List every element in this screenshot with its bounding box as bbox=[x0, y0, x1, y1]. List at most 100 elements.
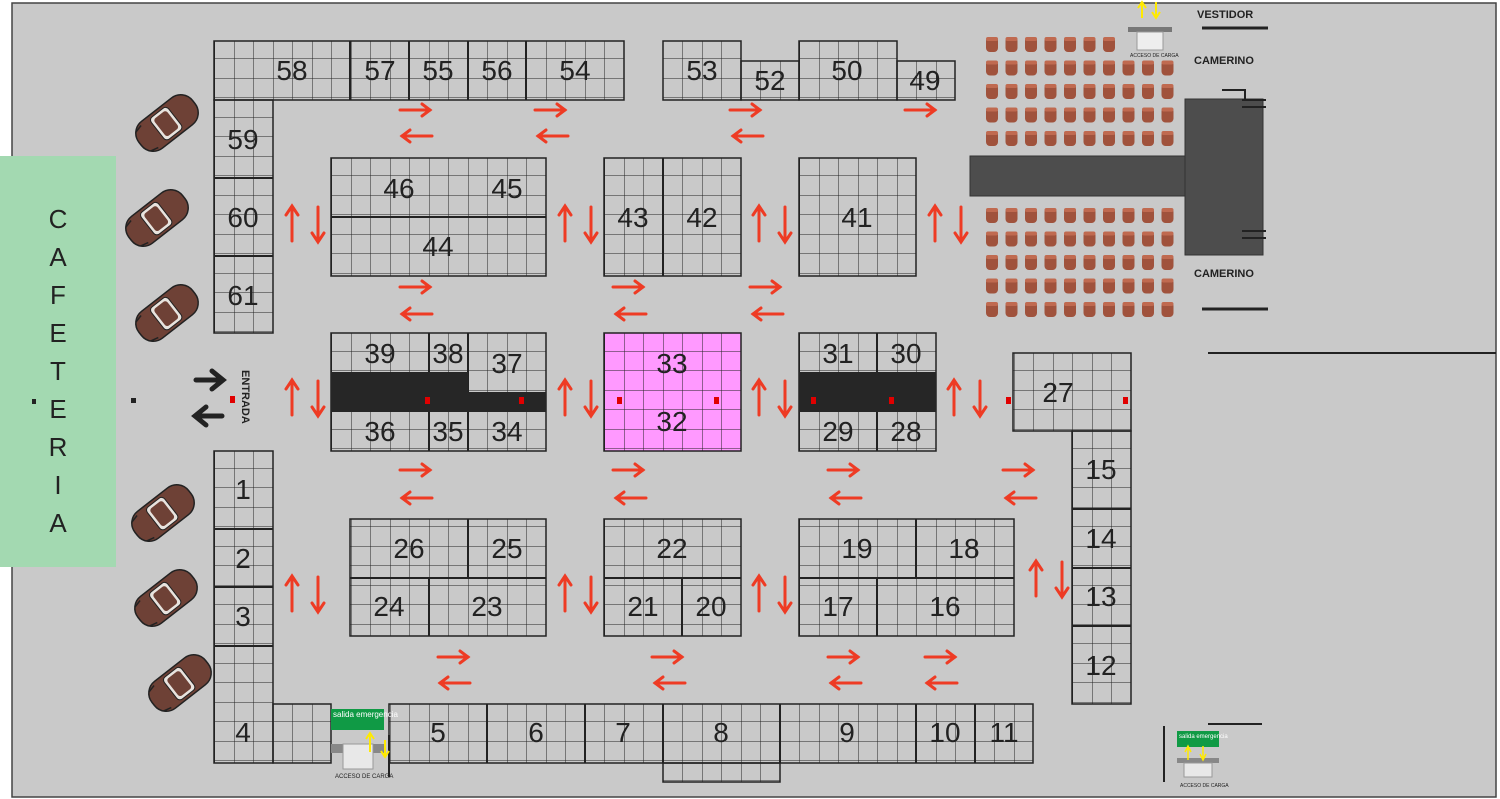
stand-number[interactable]: 9 bbox=[839, 717, 855, 748]
stand-number[interactable]: 42 bbox=[686, 202, 717, 233]
stand-number[interactable]: 3 bbox=[235, 601, 251, 632]
stand-number[interactable]: 22 bbox=[656, 533, 687, 564]
stand-number[interactable]: 7 bbox=[615, 717, 631, 748]
stand-number[interactable]: 59 bbox=[227, 124, 258, 155]
stand-number[interactable]: 17 bbox=[822, 591, 853, 622]
stand-number[interactable]: 11 bbox=[989, 717, 1018, 748]
stand-number[interactable]: 1 bbox=[235, 474, 251, 505]
seat bbox=[1142, 84, 1154, 99]
aisle-arrow-head bbox=[284, 573, 300, 587]
seat bbox=[1005, 131, 1018, 146]
aisle-arrow-head bbox=[777, 231, 793, 245]
stand-number[interactable]: 21 bbox=[627, 591, 658, 622]
stand-number[interactable]: 44 bbox=[422, 231, 453, 262]
seat bbox=[1025, 84, 1037, 99]
stand-number[interactable]: 55 bbox=[422, 55, 453, 86]
stand-number[interactable]: 52 bbox=[754, 65, 785, 96]
stand-number[interactable]: 28 bbox=[890, 416, 921, 447]
stand-number[interactable]: 16 bbox=[929, 591, 960, 622]
stand-number[interactable]: 10 bbox=[929, 717, 960, 748]
stand-number[interactable]: 49 bbox=[909, 65, 940, 96]
aisle-arrow-head bbox=[1028, 558, 1044, 572]
seat bbox=[986, 131, 998, 146]
stand-number[interactable]: 8 bbox=[713, 717, 729, 748]
seat bbox=[1005, 278, 1018, 294]
seat bbox=[1103, 107, 1115, 123]
stand-number[interactable]: 12 bbox=[1085, 650, 1116, 681]
stand-number[interactable]: 26 bbox=[393, 533, 424, 564]
stand-number[interactable]: 13 bbox=[1085, 581, 1116, 612]
emergency-exit-right: salida emergencia ACCESO DE CARGA bbox=[1163, 723, 1262, 789]
stand-number[interactable]: 58 bbox=[276, 55, 307, 86]
stand-number[interactable]: 32 bbox=[656, 406, 687, 437]
stand-number[interactable]: 4 bbox=[235, 717, 251, 748]
seat bbox=[1064, 60, 1076, 76]
stand-number[interactable]: 37 bbox=[491, 348, 522, 379]
red-markers bbox=[425, 397, 1128, 404]
stand-number[interactable]: 56 bbox=[481, 55, 512, 86]
aisle-arrow-head bbox=[458, 649, 471, 665]
stand-number[interactable]: 23 bbox=[471, 591, 502, 622]
stand-number[interactable]: 30 bbox=[890, 338, 921, 369]
seat bbox=[1142, 208, 1154, 223]
seat bbox=[1005, 208, 1018, 223]
stand-number[interactable]: 54 bbox=[559, 55, 590, 86]
seat bbox=[1064, 107, 1076, 123]
aisle-arrow-head bbox=[633, 279, 646, 295]
acceso-label-top: ACCESO DE CARGA bbox=[1130, 53, 1179, 59]
seat bbox=[1161, 302, 1174, 317]
cafeteria-letter: T bbox=[50, 356, 66, 386]
stand-number[interactable]: 15 bbox=[1085, 454, 1116, 485]
aisle-arrow-head bbox=[777, 405, 793, 419]
stand-number[interactable]: 60 bbox=[227, 202, 258, 233]
stand-number[interactable]: 31 bbox=[822, 338, 853, 369]
stand-number[interactable]: 61 bbox=[227, 280, 258, 311]
stand-number[interactable]: 18 bbox=[948, 533, 979, 564]
stand-number[interactable]: 19 bbox=[841, 533, 872, 564]
stand-number[interactable]: 39 bbox=[364, 338, 395, 369]
aisle-arrow-head bbox=[946, 377, 962, 391]
stand-number[interactable]: 14 bbox=[1085, 523, 1116, 554]
stand-number[interactable]: 29 bbox=[822, 416, 853, 447]
stand-number[interactable]: 38 bbox=[432, 338, 463, 369]
stand-number[interactable]: 45 bbox=[491, 173, 522, 204]
emergency-exit-left: salida emergencia ACCESO DE CARGA bbox=[331, 709, 398, 780]
black-partition bbox=[331, 372, 936, 412]
stand-number[interactable]: 20 bbox=[695, 591, 726, 622]
stand-number[interactable]: 27 bbox=[1042, 377, 1073, 408]
seat bbox=[1044, 37, 1057, 52]
seat bbox=[1142, 60, 1154, 76]
stand-number[interactable]: 50 bbox=[831, 55, 862, 86]
stand-number[interactable]: 2 bbox=[235, 543, 251, 574]
seat bbox=[1044, 231, 1057, 247]
aisle-arrow-head bbox=[284, 203, 300, 217]
stand-number[interactable]: 53 bbox=[686, 55, 717, 86]
seat bbox=[1103, 84, 1115, 99]
stand-number[interactable]: 41 bbox=[841, 202, 872, 233]
aisle-arrow-head bbox=[583, 601, 599, 615]
stand-number[interactable]: 34 bbox=[491, 416, 522, 447]
stand-number[interactable]: 33 bbox=[656, 348, 687, 379]
seat bbox=[1161, 60, 1174, 76]
stand-number[interactable]: 24 bbox=[373, 591, 404, 622]
seat bbox=[1122, 107, 1135, 123]
stand-number[interactable]: 57 bbox=[364, 55, 395, 86]
stand-number[interactable]: 43 bbox=[617, 202, 648, 233]
cafeteria-letter: R bbox=[49, 432, 68, 462]
stand-number[interactable]: 25 bbox=[491, 533, 522, 564]
seat bbox=[1122, 208, 1135, 223]
stand-number[interactable]: 5 bbox=[430, 717, 446, 748]
seat bbox=[1103, 278, 1115, 294]
seat bbox=[1025, 131, 1037, 146]
stand-number[interactable]: 46 bbox=[383, 173, 414, 204]
aisle-arrow-head bbox=[945, 649, 958, 665]
seat bbox=[1161, 84, 1174, 99]
stand-number[interactable]: 35 bbox=[432, 416, 463, 447]
cafeteria-letter: A bbox=[49, 508, 67, 538]
stand-number[interactable]: 6 bbox=[528, 717, 544, 748]
seat bbox=[1103, 208, 1115, 223]
aisle-arrow-head bbox=[1023, 462, 1036, 478]
stand-number[interactable]: 36 bbox=[364, 416, 395, 447]
